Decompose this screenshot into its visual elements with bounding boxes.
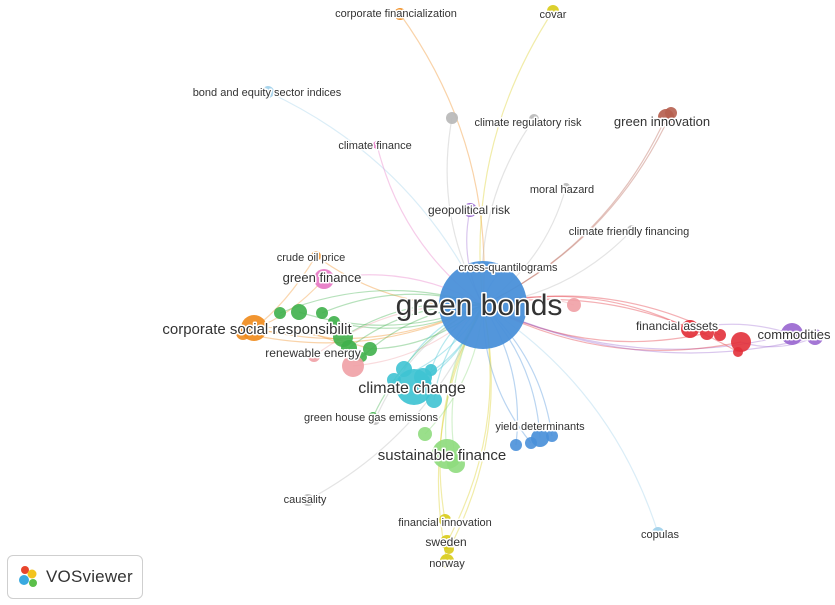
network-node[interactable]	[510, 439, 522, 451]
network-node[interactable]	[418, 427, 432, 441]
network-node[interactable]	[342, 355, 364, 377]
network-node[interactable]	[658, 109, 674, 125]
node-label: copulas	[641, 529, 679, 541]
node-label: bond and equity sector indices	[193, 87, 342, 99]
node-label: commodities	[758, 327, 831, 342]
network-node[interactable]	[463, 203, 477, 217]
network-node[interactable]	[396, 369, 432, 405]
network-node[interactable]	[432, 439, 462, 469]
network-node[interactable]	[627, 225, 637, 235]
network-node[interactable]	[425, 364, 437, 376]
network-node[interactable]	[341, 340, 357, 356]
network-node[interactable]	[439, 514, 451, 526]
node-label: yield determinants	[495, 421, 585, 433]
node-label: crude oil price	[277, 252, 345, 264]
network-node[interactable]	[529, 114, 539, 124]
node-label: green innovation	[614, 114, 710, 129]
edge	[479, 10, 554, 306]
edge	[482, 304, 816, 354]
network-node[interactable]	[446, 112, 458, 124]
node-label: cross-quantilograms	[458, 262, 558, 274]
network-node[interactable]	[714, 329, 726, 341]
network-node[interactable]	[531, 429, 549, 447]
vosviewer-badge[interactable]: VOSviewer	[7, 555, 143, 599]
network-node[interactable]	[562, 183, 570, 191]
network-node[interactable]	[394, 8, 406, 20]
network-node[interactable]	[733, 347, 743, 357]
edge	[253, 255, 317, 329]
network-nodes	[236, 5, 823, 568]
network-node[interactable]	[426, 392, 442, 408]
network-node[interactable]	[368, 412, 378, 422]
network-node[interactable]	[781, 323, 803, 345]
network-node[interactable]	[547, 5, 559, 17]
node-label: causality	[284, 494, 327, 506]
network-node[interactable]	[652, 527, 664, 539]
network-node[interactable]	[316, 307, 328, 319]
network-node[interactable]	[291, 304, 307, 320]
node-label: green finance	[283, 270, 362, 285]
node-label: climate change	[358, 380, 466, 397]
hub-label: green bonds	[396, 289, 563, 322]
network-node[interactable]	[546, 430, 558, 442]
network-node[interactable]	[700, 326, 714, 340]
network-node[interactable]	[807, 329, 823, 345]
node-label: geopolitical risk	[428, 203, 511, 217]
node-label: financial innovation	[398, 517, 492, 529]
node-label: renewable energy	[265, 346, 360, 360]
node-label: corporate financialization	[335, 8, 457, 20]
network-node[interactable]	[311, 251, 321, 261]
network-node[interactable]	[567, 298, 581, 312]
hub-node[interactable]	[439, 261, 527, 349]
node-label: sustainable finance	[378, 447, 506, 464]
node-label: moral hazard	[530, 184, 594, 196]
network-node[interactable]	[731, 332, 751, 352]
node-label: financial assets	[636, 319, 718, 333]
network-labels: green bonds cross-quantilograms corporate …	[161, 7, 833, 572]
network-node[interactable]	[262, 86, 274, 98]
vosviewer-label: VOSviewer	[46, 567, 133, 586]
network-node[interactable]	[314, 269, 334, 289]
node-label: corporate social responsibilit	[162, 321, 352, 338]
network-node[interactable]	[440, 554, 454, 568]
node-label: climate friendly financing	[569, 226, 689, 238]
network-node[interactable]	[241, 315, 267, 341]
network-node[interactable]	[373, 141, 381, 149]
network-node[interactable]	[328, 316, 340, 328]
network-node[interactable]	[363, 342, 377, 356]
node-label: green house gas emissions	[304, 412, 438, 424]
node-label: norway	[429, 558, 465, 570]
vosviewer-logo-icon	[19, 566, 37, 587]
network-node[interactable]	[681, 320, 699, 338]
network-node[interactable]	[302, 494, 314, 506]
network-node[interactable]	[440, 535, 454, 549]
node-label: climate finance	[338, 140, 411, 152]
node-label: sweden	[425, 535, 466, 549]
node-label: climate regulatory risk	[475, 117, 582, 129]
network-node[interactable]	[308, 350, 320, 362]
node-label: covar	[540, 9, 567, 21]
network-node[interactable]	[274, 307, 286, 319]
edge	[689, 323, 793, 335]
